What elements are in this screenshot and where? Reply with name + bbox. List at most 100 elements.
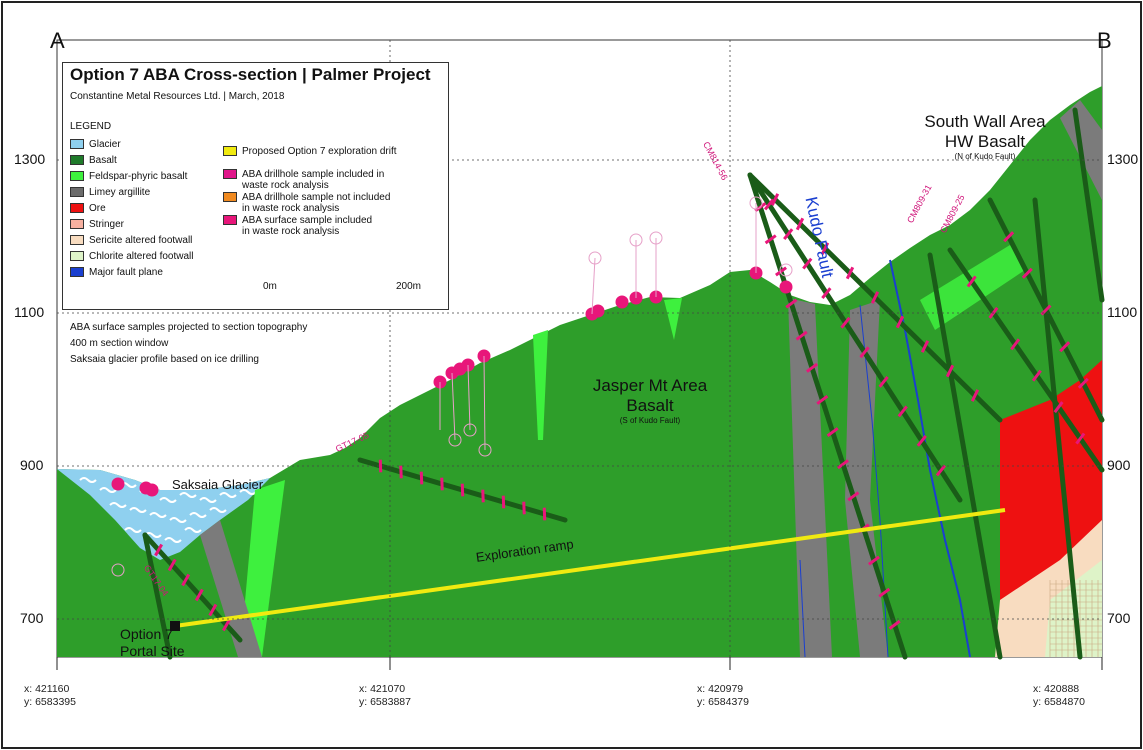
sample-tick (878, 375, 889, 388)
south-wall-note: (N of Kudo Fault) (954, 152, 1016, 161)
note-line: 400 m section window (70, 338, 169, 349)
coordinate-x: x: 421070 (359, 683, 406, 695)
portal-label-line2: Portal Site (120, 643, 185, 659)
legend-swatch (70, 187, 84, 197)
sample-tick (847, 491, 860, 502)
sample-tick (888, 619, 901, 630)
portal-marker (170, 621, 180, 631)
projection-line (467, 364, 471, 431)
legend-swatch (70, 171, 84, 181)
legend-heading: LEGEND (70, 121, 112, 132)
legend-swatch (223, 146, 237, 156)
legend-swatch (70, 251, 84, 261)
jasper-note: (S of Kudo Fault) (619, 416, 681, 425)
drillhole-trace (142, 532, 243, 643)
legend-label: Stringer (89, 219, 125, 230)
projected-sample (779, 263, 793, 277)
legend-subtitle: Constantine Metal Resources Ltd. | March… (70, 91, 285, 102)
legend-item: ABA drillhole sample included in waste r… (223, 169, 384, 191)
sample-tick (870, 291, 880, 304)
glacier-mark (179, 492, 197, 498)
projected-sample (111, 563, 125, 577)
exploration-ramp (174, 508, 1006, 628)
sample-tick (1010, 338, 1021, 351)
sample-tick (1075, 432, 1086, 445)
surface-sample (779, 280, 793, 294)
surface-sample (111, 477, 125, 491)
sample-tick (868, 555, 880, 566)
legend-box: Option 7 ABA Cross-section | Palmer Proj… (62, 62, 449, 310)
sample-tick (795, 330, 808, 341)
legend-label: Sericite altered footwall (89, 235, 193, 246)
legend-label: Proposed Option 7 exploration drift (242, 146, 397, 157)
legend-swatch (70, 139, 84, 149)
legend-item: Basalt (70, 155, 117, 166)
sample-tick (895, 315, 905, 329)
basalt-body (57, 86, 1102, 657)
coordinate-y: y: 6584870 (1033, 696, 1085, 708)
sample-tick (916, 435, 927, 447)
coordinate-x: x: 421160 (24, 683, 70, 695)
legend-label: Glacier (89, 139, 121, 150)
coordinate-y: y: 6583395 (24, 696, 76, 708)
sample-tick (802, 257, 813, 270)
legend-item: Proposed Option 7 exploration drift (223, 146, 397, 157)
legend-swatch (223, 192, 237, 202)
section-end-label: B (1097, 28, 1112, 53)
projection-line (483, 355, 486, 451)
legend-label: ABA drillhole sample included in waste r… (242, 169, 385, 191)
sample-tick (167, 558, 177, 572)
fault-line (799, 559, 806, 658)
glacier-mark (159, 497, 177, 503)
elevation-label-right: 900 (1107, 457, 1131, 473)
legend-label: Feldspar-phyric basalt (89, 171, 188, 182)
sample-tick (783, 228, 794, 240)
south-wall-title: South Wall Area (924, 112, 1046, 131)
glacier-mark (169, 517, 187, 523)
feldspar-dyke (664, 298, 682, 340)
sample-tick (816, 394, 829, 405)
section-start-label: A (50, 28, 65, 53)
sample-tick (222, 618, 231, 632)
glacier-mark (189, 512, 207, 518)
sample-tick (806, 362, 818, 373)
surface-sample (145, 483, 159, 497)
jasper-title: Jasper Mt Area (592, 376, 708, 395)
elevation-label-right: 700 (1107, 610, 1131, 626)
legend-label: ABA drillhole sample not included in was… (242, 192, 391, 214)
glacier-mark (129, 507, 147, 513)
legend-swatch (70, 155, 84, 165)
sample-tick (785, 298, 798, 309)
sample-tick (181, 573, 191, 587)
sample-tick (1031, 369, 1042, 382)
sample-tick (764, 234, 777, 245)
sample-tick (935, 464, 947, 477)
sample-tick (763, 198, 775, 211)
glacier-mark (109, 502, 127, 508)
sample-tick (826, 427, 839, 438)
elevation-label-left: 1100 (14, 304, 45, 320)
legend-swatch (70, 235, 84, 245)
sample-tick (154, 543, 163, 557)
sample-tick (920, 340, 930, 353)
legend-swatch (70, 219, 84, 229)
elevation-label-left: 700 (20, 610, 44, 626)
sample-tick (775, 266, 787, 277)
scale-end-label: 200m (396, 281, 422, 292)
drillhole-trace (747, 172, 963, 503)
sample-tick (878, 587, 891, 598)
sample-tick (208, 603, 218, 617)
sample-tick (970, 389, 980, 402)
coordinate-x: x: 420888 (1033, 683, 1080, 695)
legend-item: Ore (70, 203, 106, 214)
legend-item: Limey argillite (70, 187, 150, 198)
coordinate-y: y: 6583887 (359, 696, 411, 708)
jasper-rock: Basalt (626, 396, 674, 415)
sample-tick (837, 459, 849, 470)
legend-item: ABA surface sample included in waste roc… (223, 215, 372, 237)
glacier-mark (209, 507, 227, 513)
